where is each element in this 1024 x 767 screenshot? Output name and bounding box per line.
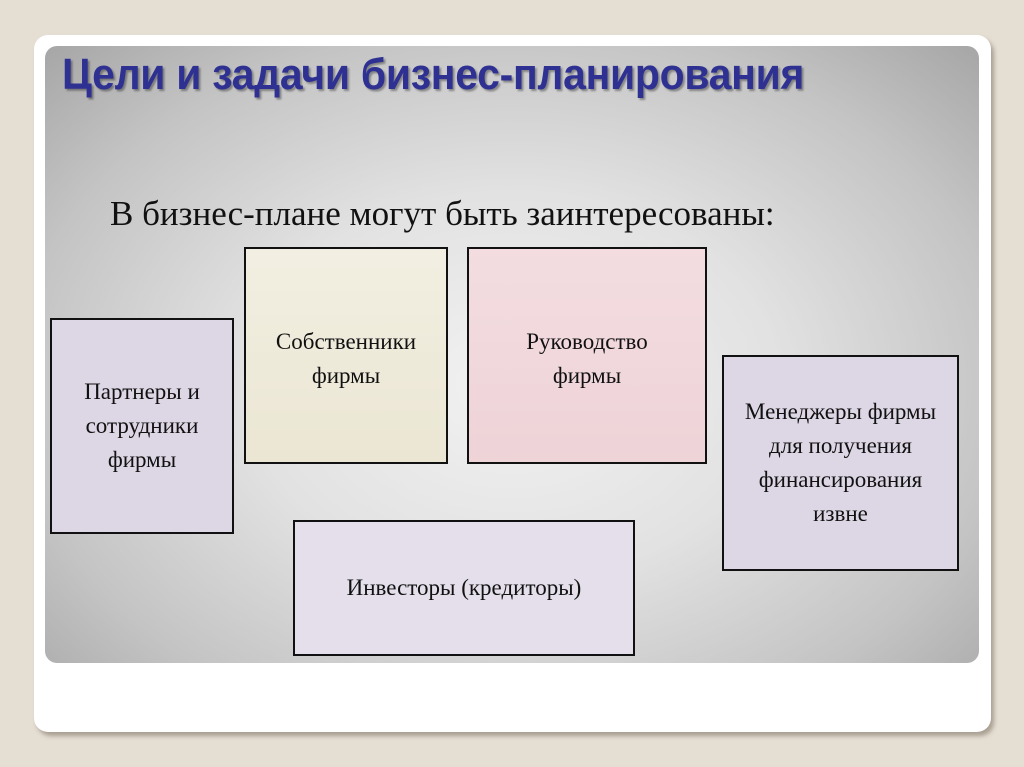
box-owners: Собственники фирмы <box>244 247 448 464</box>
box-managers: Менеджеры фирмы для получения финансиров… <box>722 355 959 571</box>
box-managers-label: Менеджеры фирмы для получения финансиров… <box>744 399 937 526</box>
box-management: Руководство фирмы <box>467 247 707 464</box>
box-partners: Партнеры и сотрудники фирмы <box>50 318 234 534</box>
box-investors: Инвесторы (кредиторы) <box>293 520 635 656</box>
box-investors-label: Инвесторы (кредиторы) <box>346 575 582 600</box>
slide-subtitle: В бизнес-плане могут быть заинтересованы… <box>110 194 775 233</box>
slide-title: Цели и задачи бизнес-планирования <box>62 50 805 99</box>
box-owners-label: Собственники фирмы <box>275 329 417 388</box>
box-management-label: Руководство фирмы <box>526 329 648 388</box>
box-partners-label: Партнеры и сотрудники фирмы <box>84 379 200 472</box>
